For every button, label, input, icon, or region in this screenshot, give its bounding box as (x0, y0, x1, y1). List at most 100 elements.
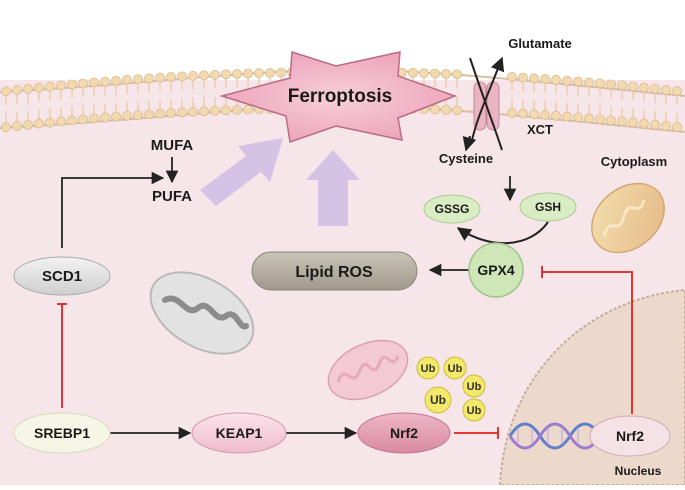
gsh-label: GSH (535, 200, 561, 214)
lipid-head (595, 114, 605, 125)
lipid-head (188, 106, 198, 117)
lipid-head (199, 106, 209, 117)
lipid-head (518, 72, 528, 83)
lipid-head (155, 108, 165, 119)
keap1-node (191, 412, 287, 454)
lipid-head (210, 69, 220, 80)
lipid-head (551, 74, 561, 85)
lipid-head (452, 105, 462, 116)
gsh-to-gssg-arrow (456, 221, 549, 245)
lipid-head (12, 121, 22, 131)
lipid-head (628, 117, 638, 128)
gssg-node (423, 194, 481, 224)
lipid-head (573, 76, 583, 87)
xct-transporter (469, 56, 505, 151)
nrf2-node (357, 412, 451, 454)
gpx4-node (468, 242, 524, 298)
lipid-head (56, 116, 66, 127)
lipid-head (199, 70, 209, 81)
nucleus-label: Nucleus (615, 464, 662, 478)
lipid-head (56, 80, 66, 91)
lipid-head (540, 74, 550, 84)
lipid-head (419, 68, 429, 79)
cysteine-entry-arrow (462, 135, 477, 152)
srebp1-label: SREBP1 (34, 425, 90, 441)
lipid-head (529, 109, 539, 120)
nuclear-nrf2-inhibits-gpx4 (542, 271, 633, 414)
lipid-head (122, 75, 132, 85)
lipid-head (78, 78, 88, 89)
lipid-head (265, 67, 275, 78)
scd1-to-mufa-arrow (61, 171, 165, 248)
lipid-head (232, 68, 242, 79)
lipid-head (243, 104, 253, 115)
gssg-label: GSSG (435, 202, 470, 216)
lipid-head (408, 67, 418, 78)
lipid-head (254, 68, 264, 79)
mitochondrion-gray (149, 271, 255, 355)
lipid-head (430, 104, 440, 115)
lipid-head (23, 119, 33, 130)
lipid-head (661, 121, 671, 131)
cytoplasm-label: Cytoplasm (601, 154, 667, 169)
ub-label: Ub (467, 381, 482, 393)
lipid-head (1, 86, 11, 97)
ferroptosis-label: Ferroptosis (288, 86, 393, 107)
lipid-head (12, 85, 22, 95)
lipid-head (100, 112, 110, 123)
lipid-head (177, 107, 187, 118)
lipid-head (67, 115, 77, 126)
lipid-head (584, 77, 594, 88)
ub-circle (416, 356, 440, 380)
lipid-head (221, 69, 231, 80)
ub-label: Ub (430, 393, 446, 407)
lipid-head (551, 110, 561, 121)
lipid-head (243, 68, 253, 79)
lipid-head (166, 72, 176, 82)
lipid-head (276, 67, 286, 78)
lipid-head (188, 70, 198, 81)
scd1-label: SCD1 (42, 268, 82, 285)
lipid-head (650, 119, 660, 130)
lipid-head (650, 83, 660, 94)
lipid-head (133, 110, 143, 121)
lipid-head (34, 118, 44, 129)
lipid-head (584, 113, 594, 124)
ferroptosis-star (219, 50, 458, 144)
lipid-head (606, 79, 616, 90)
lipid-head (177, 71, 187, 82)
ub-label: Ub (467, 405, 482, 417)
pufa-label: PUFA (152, 188, 192, 205)
lipid-head (100, 76, 110, 87)
ub-circle (443, 356, 467, 380)
lipid-ros-label: Lipid ROS (295, 264, 373, 281)
mitochondrion-tan (591, 182, 665, 254)
glutamate-label: Glutamate (508, 36, 572, 51)
lipid-head (639, 82, 649, 93)
lipid-head (144, 73, 154, 84)
ub-circle (462, 374, 486, 398)
nuclear-nrf2-label: Nrf2 (616, 428, 644, 444)
cysteine-label: Cysteine (439, 151, 493, 166)
lipid-head (617, 80, 627, 91)
lipid-head (639, 118, 649, 129)
mufa-label: MUFA (151, 137, 194, 154)
lipid-head (672, 122, 682, 133)
keap1-label: KEAP1 (216, 425, 263, 441)
lipid-head (144, 109, 154, 120)
nuclear-nrf2-node (589, 415, 671, 457)
lipid-head (628, 81, 638, 92)
lipid-head (166, 108, 176, 118)
lipid-head (606, 115, 616, 126)
lipid-head (507, 72, 517, 82)
lipid-head (441, 68, 451, 79)
lipid-head (529, 73, 539, 84)
lipid-head (155, 72, 165, 83)
lipid-head (617, 116, 627, 127)
lipid-head (595, 78, 605, 89)
gpx4-label: GPX4 (477, 262, 515, 278)
ub-label: Ub (421, 363, 436, 375)
lipid-head (111, 111, 121, 122)
